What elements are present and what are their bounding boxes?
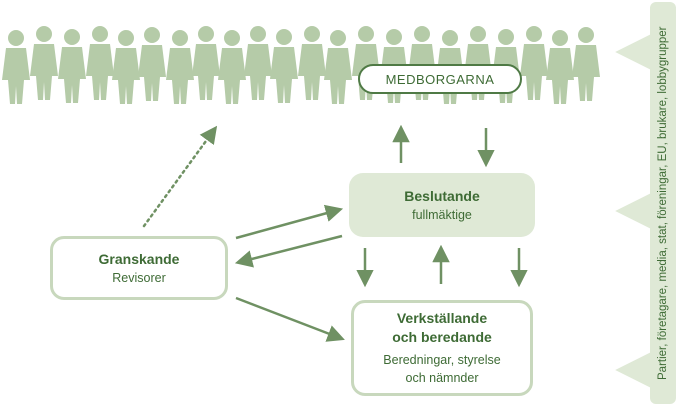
audit-to-executive-arrow (235, 296, 345, 342)
decision-body-subtitle: fullmäktige (412, 207, 472, 222)
citizens-label: MEDBORGARNA (358, 64, 522, 94)
decision-body-box: Beslutande fullmäktige (349, 173, 535, 237)
executive-body-subtitle-line2: och nämnder (405, 371, 479, 385)
audit-body-title: Granskande (98, 250, 180, 267)
executive-body-subtitle-line1: Beredningar, styrelse (383, 353, 501, 367)
audit-body-subtitle: Revisorer (112, 270, 166, 285)
executive-body-title-line2: och beredande (392, 329, 492, 345)
audit-to-decision-arrow (235, 204, 344, 240)
decision-body-title: Beslutande (404, 187, 480, 204)
executive-body-title-line1: Verkställande (396, 310, 488, 326)
influencers-label: Partier, företagare, media, stat, föreni… (657, 26, 669, 380)
audit-body-box: Granskande Revisorer (50, 236, 228, 300)
executive-body-box: Verkställande och beredande Beredningar,… (351, 300, 533, 396)
decision-to-audit-arrow (234, 234, 343, 268)
audit-to-citizens-arrow (142, 125, 218, 228)
influencers-sidebar: Partier, företagare, media, stat, föreni… (650, 2, 676, 404)
